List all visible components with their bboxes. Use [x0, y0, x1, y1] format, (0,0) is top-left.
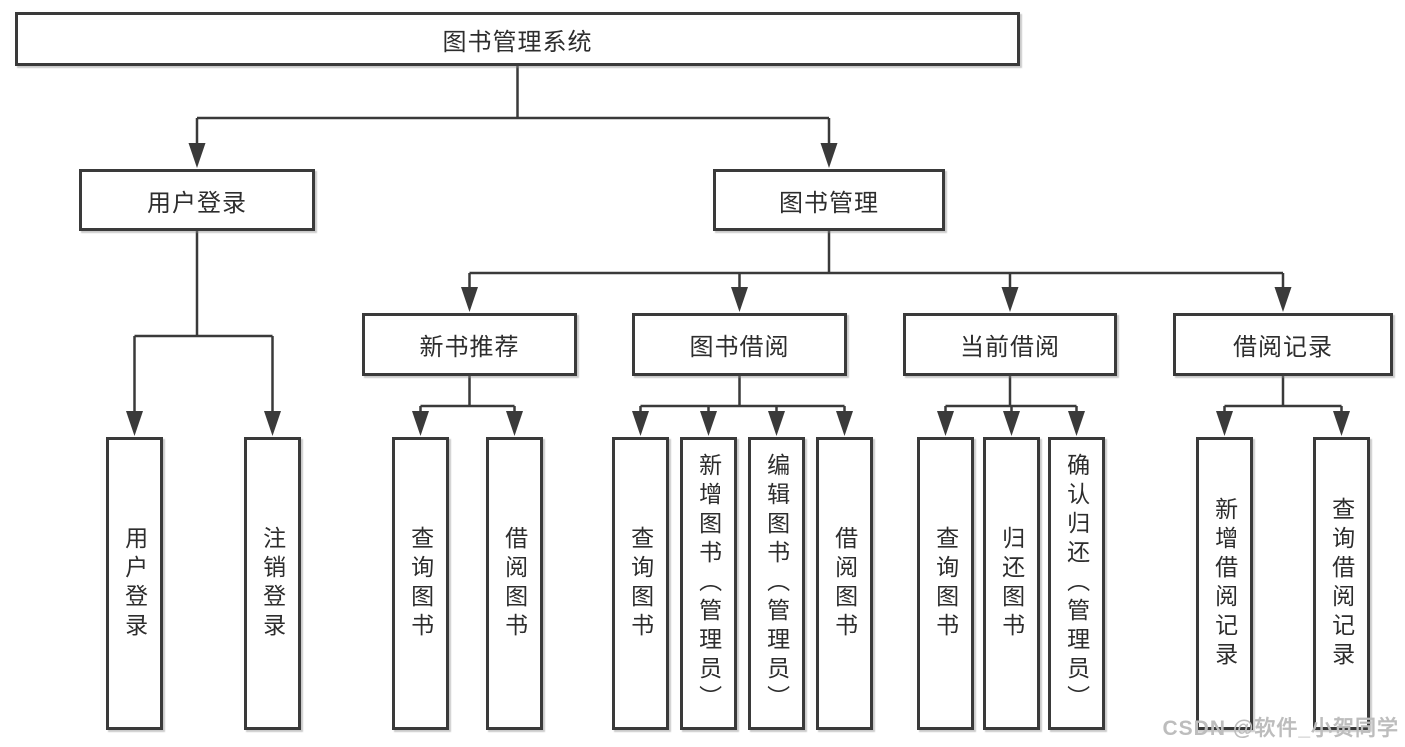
leaf-confirm-return-admin: 确认归还（管理员）: [1048, 437, 1105, 730]
csdn-watermark: CSDN @软件_小贺同学: [1162, 717, 1399, 740]
node-label: 图书管理: [779, 189, 879, 217]
node-user-login: 用户登录: [79, 169, 315, 231]
leaf-logout: 注销登录: [244, 437, 301, 730]
leaf-query-borrow-record: 查询借阅记录: [1313, 437, 1370, 730]
leaf-borrow-book: 借阅图书: [486, 437, 543, 730]
leaf-label: 确认归还（管理员）: [1063, 453, 1090, 714]
node-label: 用户登录: [147, 189, 247, 217]
leaf-label: 借阅图书: [501, 525, 528, 642]
node-label: 当前借阅: [960, 334, 1060, 361]
leaf-label: 查询借阅记录: [1328, 496, 1355, 671]
leaf-query-book-3: 查询图书: [917, 437, 974, 730]
node-library-management-system: 图书管理系统: [15, 12, 1020, 66]
leaf-label: 归还图书: [998, 525, 1025, 642]
leaf-query-book-2: 查询图书: [612, 437, 669, 730]
leaf-add-borrow-record: 新增借阅记录: [1196, 437, 1253, 730]
node-book-management: 图书管理: [713, 169, 945, 231]
leaf-label: 查询图书: [932, 525, 959, 642]
leaf-label: 查询图书: [407, 525, 434, 642]
node-label: 新书推荐: [419, 334, 520, 361]
leaf-add-book-admin: 新增图书（管理员）: [680, 437, 737, 730]
leaf-label: 新增图书（管理员）: [695, 453, 722, 714]
node-borrow-records: 借阅记录: [1173, 313, 1393, 376]
leaf-user-login: 用户登录: [106, 437, 163, 730]
leaf-label: 查询图书: [627, 525, 654, 642]
node-label: 图书管理系统: [442, 28, 593, 56]
leaf-borrow-book-2: 借阅图书: [816, 437, 873, 730]
leaf-edit-book-admin: 编辑图书（管理员）: [748, 437, 805, 730]
leaf-label: 注销登录: [259, 525, 286, 642]
node-label: 借阅记录: [1233, 334, 1333, 361]
node-book-borrow: 图书借阅: [632, 313, 847, 376]
node-new-book-recommend: 新书推荐: [362, 313, 577, 376]
node-label: 图书借阅: [689, 334, 790, 361]
node-current-borrow: 当前借阅: [903, 313, 1117, 376]
leaf-label: 编辑图书（管理员）: [763, 453, 790, 714]
leaf-return-book: 归还图书: [983, 437, 1040, 730]
leaf-query-book: 查询图书: [392, 437, 449, 730]
leaf-label: 借阅图书: [831, 525, 858, 642]
leaf-label: 用户登录: [121, 525, 148, 642]
leaf-label: 新增借阅记录: [1211, 496, 1238, 671]
